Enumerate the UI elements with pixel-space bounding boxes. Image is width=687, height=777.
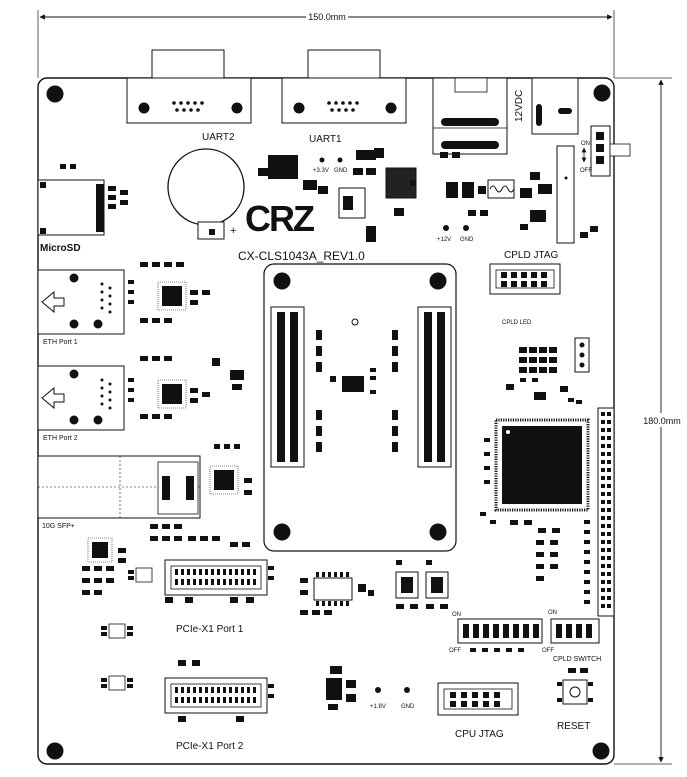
- uart2-label: UART2: [202, 132, 235, 143]
- width-dimension: 150.0mm: [37, 10, 615, 78]
- svg-text:CRZ: CRZ: [245, 198, 314, 239]
- cpld-switch-label: CPLD SWITCH: [553, 656, 601, 663]
- microsd-label: MicroSD: [40, 243, 81, 254]
- tp-gnd-mid-label: GND: [460, 237, 474, 243]
- bottom-left-components: [82, 524, 250, 595]
- eth-phy-chips: [128, 262, 244, 419]
- microsd-slot: [37, 164, 128, 236]
- coin-cell-battery: +: [167, 148, 245, 240]
- regulator-1v8: [326, 666, 356, 710]
- som-module: [263, 263, 457, 552]
- pcie2-label: PCIe-X1 Port 2: [176, 741, 244, 752]
- power-switch-off: OFF: [580, 168, 592, 174]
- boot-dip-switch: [457, 618, 543, 652]
- tp-12v-label: +12V: [437, 237, 451, 243]
- dip-left-on: ON: [452, 612, 461, 618]
- bottom-middle-components: [300, 560, 449, 615]
- board-name: CX-CLS1043A_REV1.0: [238, 249, 365, 263]
- uart2-connector: [126, 49, 252, 124]
- height-dimension: 180.0mm: [614, 77, 687, 765]
- pcie-port-2: [164, 660, 274, 722]
- cpld-jtag-label: CPLD JTAG: [504, 250, 558, 261]
- eth-port-1: [37, 269, 125, 335]
- cpld-dip-switch: [550, 618, 600, 644]
- dc-power-jack: [432, 77, 579, 155]
- voltage-select-jumper: [574, 337, 590, 373]
- power-switch-on: ON: [581, 141, 590, 147]
- top-right-power: [440, 152, 598, 238]
- crz-logo: CRZ: [245, 198, 316, 239]
- tp-12v: [443, 225, 449, 231]
- pcie-port-1: [164, 559, 274, 603]
- tp-gnd-bottom-label: GND: [401, 704, 415, 710]
- tp-gnd-top-label: GND: [334, 168, 348, 174]
- sfp-label: 10G SFP+: [42, 523, 75, 530]
- top-middle-components: [258, 148, 417, 242]
- test-point-column: [568, 398, 590, 604]
- tp-1v8-label: +1.8V: [370, 704, 386, 710]
- tp-gnd-bottom: [404, 687, 410, 693]
- tp-3v3: [319, 157, 343, 163]
- cpld-led-label: CPLD LED: [502, 320, 532, 326]
- small-ic-oscillators: [101, 567, 153, 691]
- power-jack-label: 12VDC: [514, 90, 525, 122]
- dip-right-on: ON: [548, 610, 557, 616]
- reset-label: RESET: [557, 721, 590, 732]
- uart1-connector: [281, 49, 407, 124]
- vertical-connector: [556, 145, 575, 244]
- cpu-jtag-label: CPU JTAG: [455, 729, 504, 740]
- tp-gnd-mid: [463, 225, 469, 231]
- reset-button: [557, 668, 593, 705]
- uart1-label: UART1: [309, 134, 342, 145]
- eth2-label: ETH Port 2: [43, 435, 78, 442]
- dip-right-off: OFF: [542, 648, 554, 654]
- eth1-label: ETH Port 1: [43, 339, 78, 346]
- dip-left-off: OFF: [449, 648, 461, 654]
- sfp-cage: [37, 444, 252, 519]
- eth-port-2: [37, 365, 125, 431]
- power-switch: [581, 125, 631, 177]
- width-label: 150.0mm: [308, 12, 346, 22]
- cpld-chip: [480, 418, 590, 581]
- height-label: 180.0mm: [643, 416, 681, 426]
- cpld-jtag-header: [489, 263, 561, 295]
- tp-3v3-label: +3.3V: [313, 168, 329, 174]
- svg-text:+: +: [230, 225, 236, 237]
- mounting-holes: [46, 84, 611, 760]
- cpld-led-array: [506, 347, 568, 400]
- tp-1v8: [375, 687, 381, 693]
- pcie1-label: PCIe-X1 Port 1: [176, 624, 244, 635]
- cpu-jtag-header: [437, 682, 519, 716]
- gpio-header: [597, 407, 615, 617]
